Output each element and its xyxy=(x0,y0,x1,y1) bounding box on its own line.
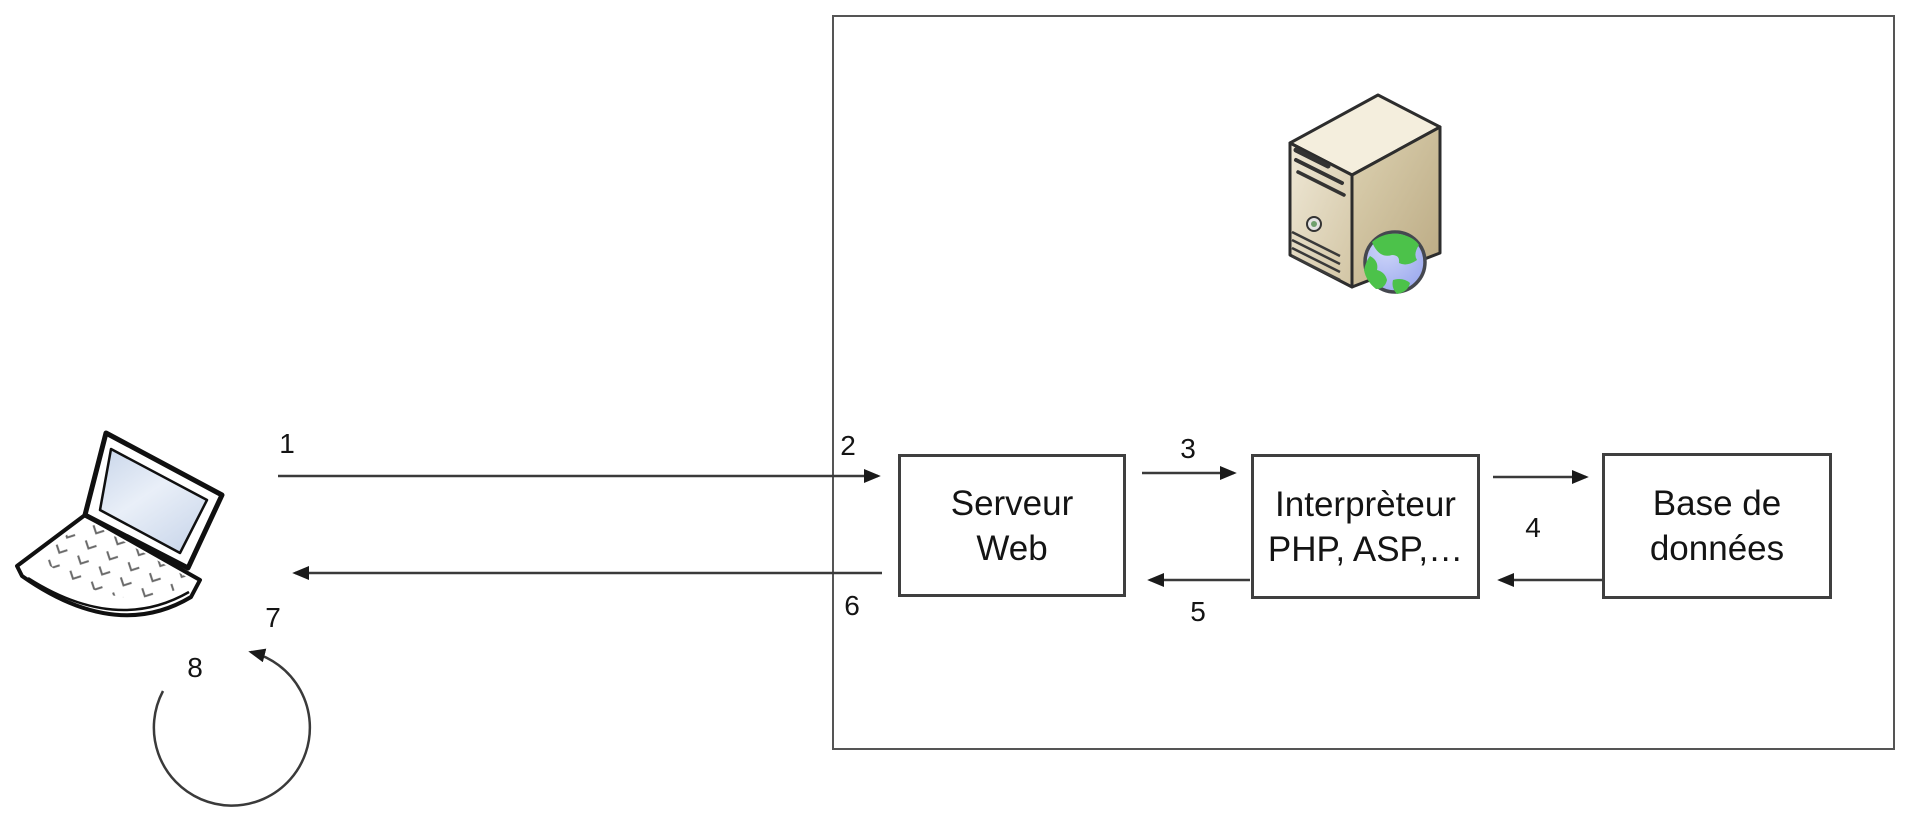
web-server-label-line1: Serveur xyxy=(950,483,1074,523)
interpreter-box: Interprèteur PHP, ASP,… xyxy=(1251,454,1480,599)
database-label-line2: données xyxy=(1649,529,1785,568)
web-server-label-line2: Web xyxy=(976,528,1048,568)
database-label-line1: Base de xyxy=(1652,484,1782,523)
interpreter-label-line1: Interprèteur xyxy=(1275,484,1456,524)
interpreter-label-line2: PHP, ASP,… xyxy=(1267,529,1464,569)
step-label-8: 8 xyxy=(187,652,203,683)
step-label-5: 5 xyxy=(1190,596,1206,627)
step-label-3: 3 xyxy=(1180,433,1196,464)
step-label-6: 6 xyxy=(844,590,860,621)
laptop-icon xyxy=(15,430,225,618)
database-box: Base de données xyxy=(1602,453,1832,599)
step-label-1: 1 xyxy=(279,428,295,459)
step-label-4: 4 xyxy=(1525,512,1541,543)
arrow-render-loop xyxy=(152,648,312,807)
step-label-7: 7 xyxy=(265,602,281,633)
web-server-globe-icon xyxy=(1288,93,1442,294)
web-server-box: Serveur Web xyxy=(898,454,1126,597)
step-label-2: 2 xyxy=(840,430,856,461)
